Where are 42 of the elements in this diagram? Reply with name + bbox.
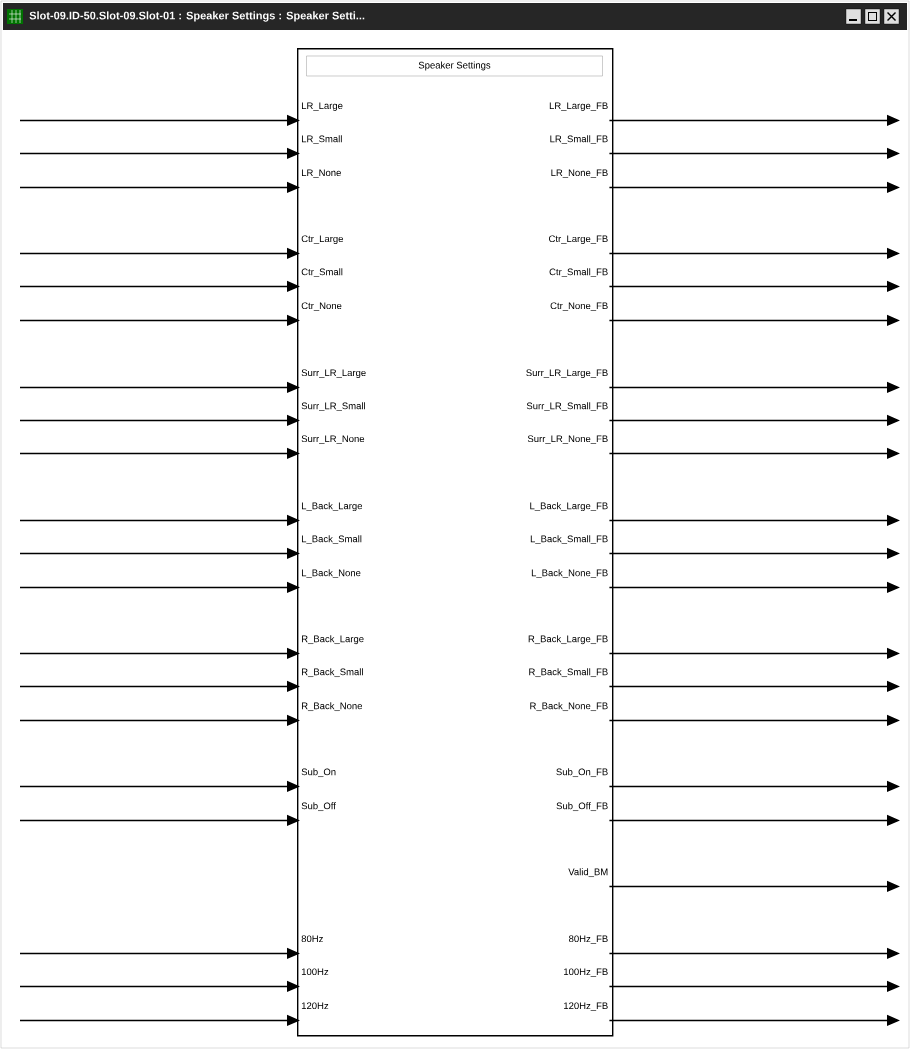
input-label: Ctr_None: [301, 302, 342, 311]
output-label: L_Back_None_FB: [531, 569, 608, 579]
input-label: Sub_Off: [301, 802, 336, 812]
output-label: 120Hz_FB: [564, 1002, 608, 1011]
input-label: LR_Small: [302, 135, 342, 145]
output-label: R_Back_None_FB: [530, 702, 608, 712]
input-label: Sub_On: [301, 768, 336, 778]
input-label: Ctr_Small: [301, 268, 343, 278]
output-label: R_Back_Small_FB: [529, 668, 608, 678]
input-label: LR_Large: [302, 102, 343, 111]
input-label: R_Back_Large: [302, 635, 364, 645]
input-label: R_Back_None: [302, 702, 363, 712]
output-label: LR_Small_FB: [550, 135, 608, 145]
input-label: L_Back_Large: [302, 502, 363, 512]
output-label: Surr_LR_Large_FB: [526, 369, 608, 378]
input-label: Surr_LR_Large: [301, 369, 366, 378]
input-label: Surr_LR_None: [301, 435, 365, 444]
output-label: LR_None_FB: [551, 169, 608, 178]
output-label: L_Back_Large_FB: [530, 502, 608, 512]
input-label: L_Back_Small: [302, 535, 362, 545]
input-label: Surr_LR_Small: [301, 402, 365, 412]
output-label: Surr_LR_Small_FB: [526, 402, 608, 412]
output-label: Surr_LR_None_FB: [527, 435, 608, 444]
output-label: Ctr_Large_FB: [549, 235, 608, 244]
input-label: 100Hz: [301, 968, 329, 976]
output-label: LR_Large_FB: [549, 102, 608, 111]
input-label: LR_None: [302, 169, 341, 178]
output-label: Sub_On_FB: [556, 768, 608, 778]
window-title: Slot-09.ID-50.Slot-09.Slot-01 : Speaker Settings : Speaker Setti...: [29, 11, 365, 22]
output-label: Valid_BM: [568, 868, 608, 878]
input-label: 80Hz: [301, 935, 323, 943]
output-label: Ctr_None_FB: [550, 302, 608, 311]
output-label: 100Hz_FB: [564, 968, 608, 977]
output-label: 80Hz_FB: [569, 935, 608, 944]
input-label: L_Back_None: [302, 569, 361, 579]
input-label: Ctr_Large: [301, 235, 343, 244]
output-label: Ctr_Small_FB: [549, 268, 608, 278]
input-label: R_Back_Small: [302, 668, 363, 678]
output-label: Sub_Off_FB: [556, 802, 608, 812]
input-label: 120Hz: [301, 1002, 329, 1010]
output-label: L_Back_Small_FB: [530, 535, 608, 545]
output-label: R_Back_Large_FB: [528, 635, 608, 645]
